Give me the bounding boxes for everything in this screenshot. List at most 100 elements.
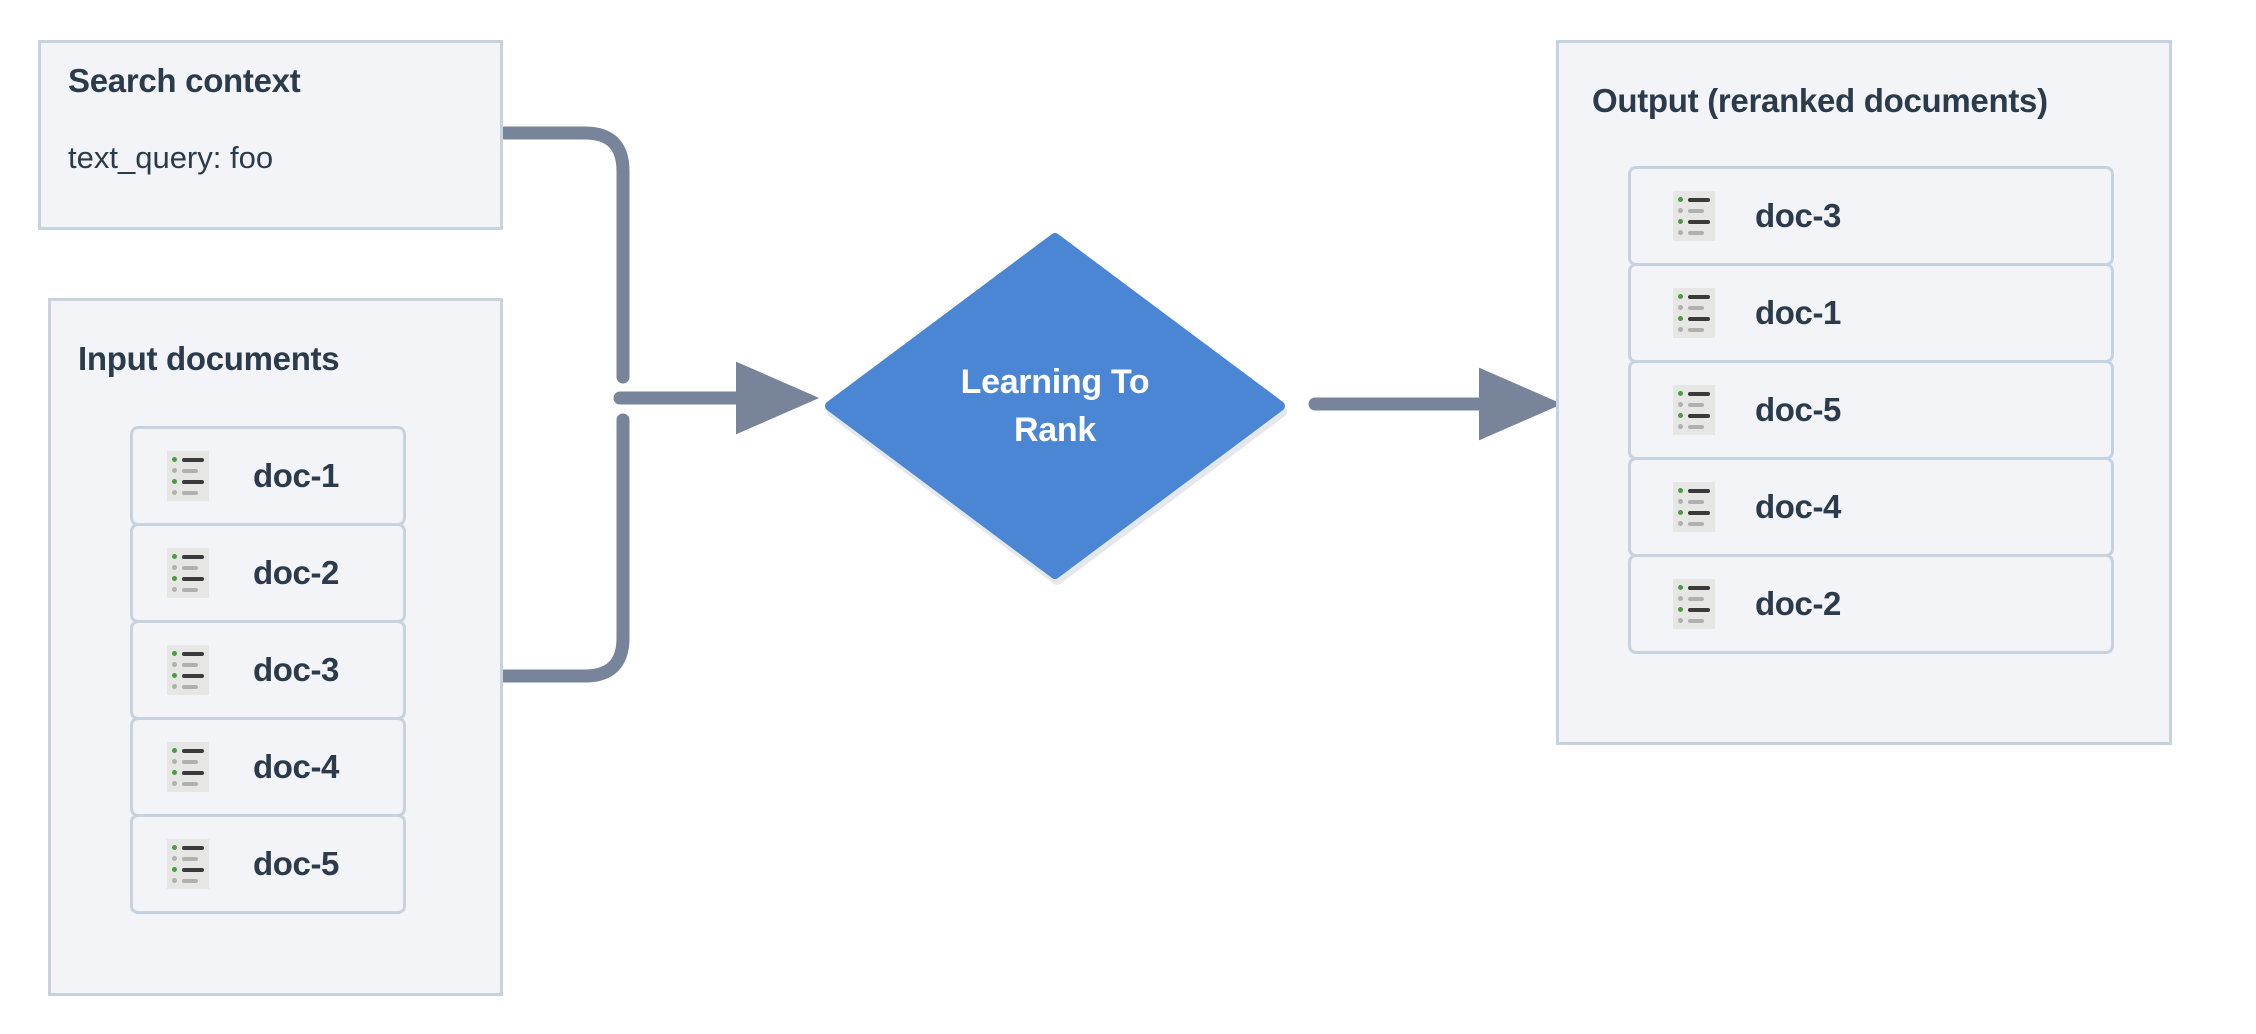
document-list-icon-line [182,684,198,689]
document-list-icon-bullet [1678,585,1683,590]
document-list-icon-row [172,759,204,764]
document-list-icon-line [182,587,198,592]
document-list-icon-line [182,457,204,462]
document-list-icon [1673,482,1715,532]
document-list-icon-bullet [172,457,177,462]
document-list-icon-row [1678,413,1710,418]
document-list-icon-row [1678,424,1710,429]
input-doc-label: doc-3 [253,651,340,688]
document-list-icon [1673,579,1715,629]
document-list-icon [167,451,209,501]
document-list-icon-line [182,878,198,883]
document-list-icon-row [1678,305,1710,310]
document-list-icon-bullet [1678,499,1683,504]
document-list-icon-row [172,673,204,678]
document-list-icon-bullet [172,867,177,872]
document-list-icon-row [172,576,204,581]
document-list-icon-bullet [172,781,177,786]
learning-to-rank-node[interactable]: Learning To Rank [820,226,1290,586]
document-list-icon [167,839,209,889]
document-list-icon-row [172,856,204,861]
document-list-icon-line [1688,294,1710,299]
document-list-icon-row [172,457,204,462]
document-list-icon-bullet [1678,294,1683,299]
document-list-icon-bullet [172,673,177,678]
document-list-icon-line [182,662,198,667]
document-list-icon-line [1688,208,1704,213]
document-list-icon-row [1678,499,1710,504]
document-list-icon-row [1678,316,1710,321]
document-list-icon-line [1688,402,1704,407]
document-list-icon-bullet [172,856,177,861]
document-list-icon [167,742,209,792]
document-list-icon-line [1688,305,1704,310]
document-list-icon-row [172,781,204,786]
output-doc-card[interactable]: doc-1 [1628,263,2114,363]
document-list-icon-row [172,490,204,495]
document-list-icon-bullet [172,684,177,689]
document-list-icon-line [182,565,198,570]
input-doc-card[interactable]: doc-3 [130,620,406,720]
output-doc-card[interactable]: doc-2 [1628,554,2114,654]
document-list-icon-row [172,468,204,473]
input-doc-card[interactable]: doc-1 [130,426,406,526]
document-list-icon-line [182,856,198,861]
document-list-icon-line [182,673,204,678]
document-list-icon-line [182,770,204,775]
document-list-icon-line [1688,618,1704,623]
document-list-icon-bullet [1678,488,1683,493]
document-list-icon-bullet [172,554,177,559]
input-doc-label: doc-5 [253,845,340,882]
document-list-icon-bullet [1678,618,1683,623]
document-list-icon-row [172,587,204,592]
document-list-icon-bullet [1678,327,1683,332]
output-doc-label: doc-2 [1755,585,1842,622]
document-list-icon-line [1688,424,1704,429]
document-list-icon-bullet [1678,402,1683,407]
document-list-icon-bullet [1678,219,1683,224]
document-list-icon-row [1678,391,1710,396]
document-list-icon-bullet [172,748,177,753]
document-list-icon-bullet [172,878,177,883]
document-list-icon-row [1678,208,1710,213]
edge-input-documents-to-ltr [498,413,630,683]
document-list-icon-bullet [1678,413,1683,418]
search-context-query-text: text_query: foo [68,140,274,175]
output-doc-label: doc-3 [1755,197,1842,234]
document-list-icon-bullet [172,651,177,656]
input-doc-card[interactable]: doc-5 [130,814,406,914]
document-list-icon-row [172,565,204,570]
document-list-icon-line [1688,197,1710,202]
output-documents-list: doc-3 doc-1 doc-5 doc-4 doc-2 [1628,166,2114,654]
document-list-icon [167,645,209,695]
document-list-icon-line [1688,607,1710,612]
output-doc-label: doc-5 [1755,391,1842,428]
input-documents-title: Input documents [78,340,340,377]
output-doc-card[interactable]: doc-4 [1628,457,2114,557]
document-list-icon-bullet [1678,521,1683,526]
document-list-icon [1673,385,1715,435]
document-list-icon-line [1688,413,1710,418]
document-list-icon-line [182,490,198,495]
document-list-icon-line [1688,316,1710,321]
document-list-icon-bullet [172,662,177,667]
document-list-icon-bullet [1678,424,1683,429]
document-list-icon-bullet [1678,316,1683,321]
document-list-icon-row [172,878,204,883]
input-doc-card[interactable]: doc-2 [130,523,406,623]
input-doc-card[interactable]: doc-4 [130,717,406,817]
document-list-icon-line [1688,521,1704,526]
output-doc-card[interactable]: doc-5 [1628,360,2114,460]
document-list-icon-row [1678,510,1710,515]
document-list-icon-line [1688,488,1710,493]
document-list-icon-row [1678,488,1710,493]
document-list-icon-bullet [1678,230,1683,235]
document-list-icon-line [182,867,204,872]
ltr-label-line1: Learning To [960,362,1150,401]
output-doc-card[interactable]: doc-3 [1628,166,2114,266]
document-list-icon-row [1678,618,1710,623]
document-list-icon-line [182,651,204,656]
document-list-icon-line [182,781,198,786]
document-list-icon-bullet [172,845,177,850]
document-list-icon-line [182,468,198,473]
